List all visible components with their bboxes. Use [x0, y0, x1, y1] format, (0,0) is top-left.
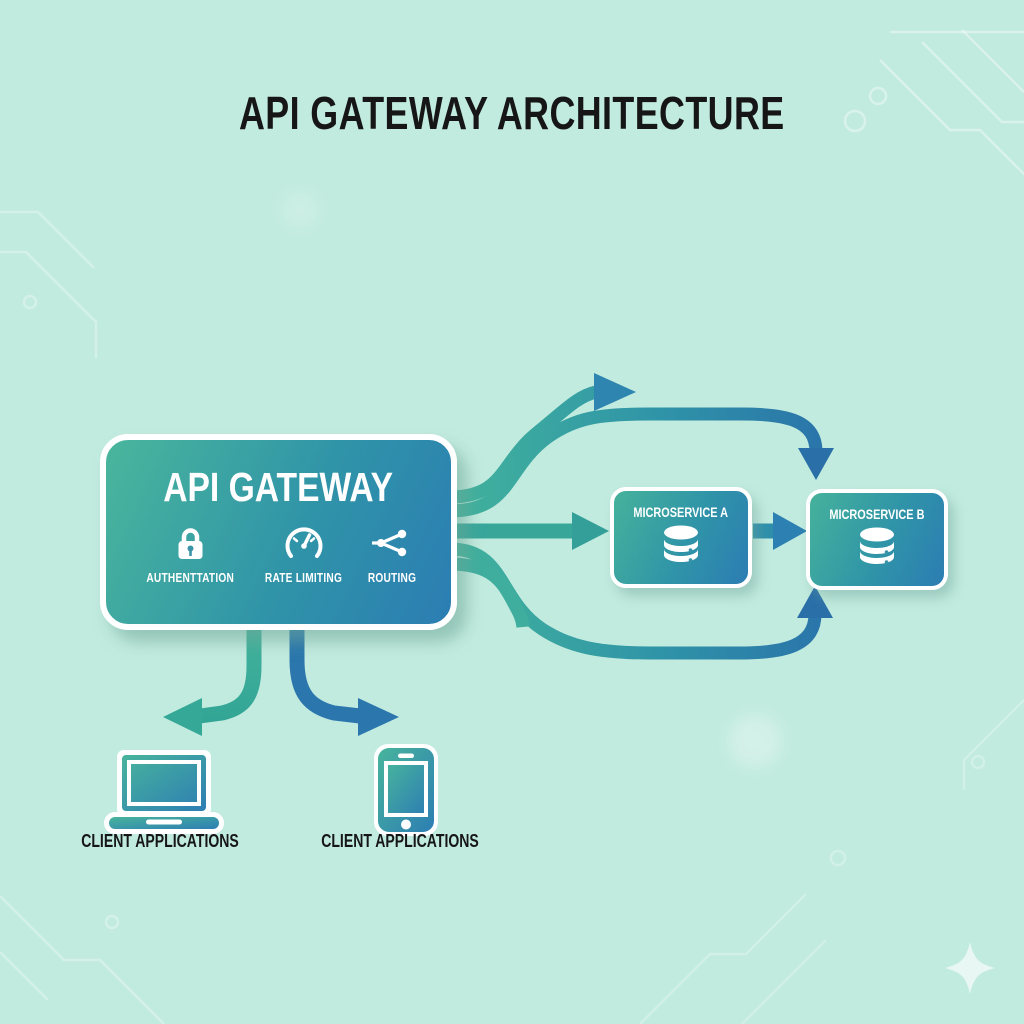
route-stub-bottom: [449, 557, 530, 628]
gateway-title: API GATEWAY: [163, 464, 394, 510]
circuit-pattern-left: [0, 210, 98, 358]
database-icon: [659, 524, 703, 571]
share-icon: [371, 523, 412, 563]
microservice-a-box: MICROSERVICE A: [610, 487, 752, 588]
phone-client-label: CLIENT APPLICATIONS: [321, 831, 479, 851]
page-title: API GATEWAY ARCHITECTURE: [239, 87, 785, 139]
gauge-icon: [282, 523, 326, 563]
arrowhead-into-microservice-b-top: [798, 448, 834, 480]
api-gateway-box: API GATEWAY AUTHENTTATION: [100, 434, 457, 630]
circuit-pattern-bottom-left: [0, 895, 165, 1024]
microservice-b-box: MICROSERVICE B: [806, 489, 948, 590]
database-icon: [855, 526, 899, 573]
gateway-route-arrows: [449, 373, 834, 660]
gateway-features: AUTHENTTATION RATE LIMITING: [106, 523, 451, 585]
feature-label: AUTHENTTATION: [146, 570, 235, 585]
laptop-client-label: CLIENT APPLICATIONS: [81, 831, 239, 851]
arrow-gateway-to-phone-client: [289, 620, 399, 736]
arrow-microservice-a-to-b: [753, 512, 807, 550]
microservice-b-label: MICROSERVICE B: [829, 506, 925, 522]
circuit-pattern-bottom-right: [639, 699, 1024, 1024]
arrowhead-route-top-short: [594, 373, 636, 411]
feature-authentication: AUTHENTTATION: [134, 523, 246, 585]
microservice-a-label: MICROSERVICE A: [633, 504, 729, 520]
lock-icon: [175, 523, 206, 563]
arrow-route-to-microservice-b-top: [449, 407, 823, 518]
feature-label: ROUTING: [367, 570, 417, 585]
feature-rate-limiting: RATE LIMITING: [254, 523, 353, 585]
arrowhead-into-microservice-b-bottom: [797, 586, 833, 618]
laptop-icon: [104, 750, 224, 839]
circuit-pattern-top-right: [843, 29, 1024, 176]
arrowhead-into-microservice-a: [572, 512, 609, 550]
smartphone-icon: [374, 744, 438, 841]
arrow-route-top-short: [449, 385, 598, 504]
feature-label: RATE LIMITING: [265, 570, 343, 585]
feature-routing: ROUTING: [361, 523, 423, 585]
sparkle-decoration: [945, 942, 995, 994]
arrow-gateway-to-laptop-client: [163, 620, 262, 736]
